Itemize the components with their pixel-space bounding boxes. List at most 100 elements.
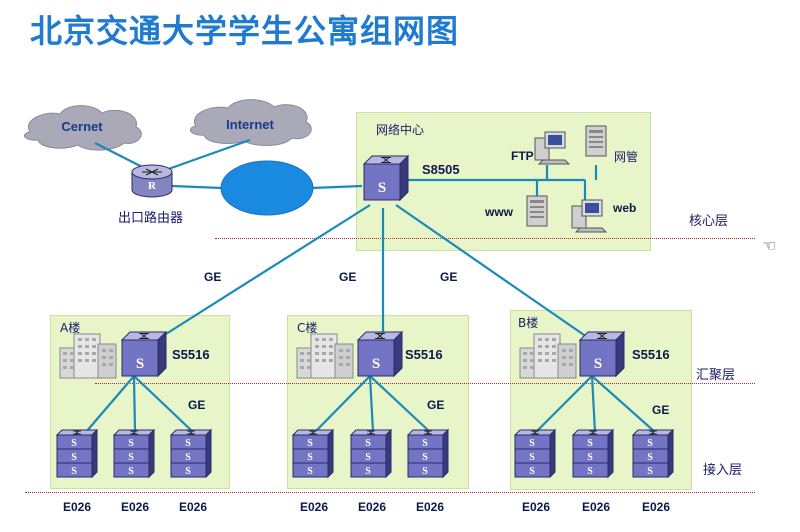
access-letter: S xyxy=(307,452,313,463)
access-letter: S xyxy=(647,438,653,449)
access-letter: S xyxy=(587,466,593,477)
ge-label-c-access: GE xyxy=(427,398,445,412)
agg-switch-c-letter: S xyxy=(372,356,380,372)
core-layer-line xyxy=(215,238,755,239)
b-access-2 xyxy=(590,375,597,433)
access-switch-c1-icon: SSS xyxy=(292,429,334,478)
agg-switch-a-icon: S xyxy=(121,331,167,377)
access-letter: S xyxy=(128,438,134,449)
access-letter: S xyxy=(365,466,371,477)
ge-label-c: GE xyxy=(339,270,357,284)
mgmt-server-icon xyxy=(585,125,607,157)
access-letter: S xyxy=(128,466,134,477)
core-layer-label: 核心层 xyxy=(689,214,729,229)
uplink-b xyxy=(395,204,601,347)
access-c1-label: E026 xyxy=(300,500,329,514)
building-b-name: B楼 xyxy=(518,316,539,330)
mgmt-label: 网管 xyxy=(614,150,639,164)
access-switch-c3-icon: SSS xyxy=(407,429,449,478)
ftp-label: FTP xyxy=(511,149,534,163)
access-letter: S xyxy=(422,438,428,449)
building-c-icon xyxy=(296,333,354,379)
access-letter: S xyxy=(71,466,77,477)
ge-label-b-access: GE xyxy=(652,403,670,417)
c-access-2 xyxy=(368,375,375,433)
web-label: web xyxy=(613,201,637,215)
agg-switch-b-model: S5516 xyxy=(632,347,670,362)
access-switch-a2-icon: SSS xyxy=(113,429,155,478)
access-c2-label: E026 xyxy=(358,500,387,514)
www-label: www xyxy=(485,205,514,219)
access-c3-label: E026 xyxy=(416,500,445,514)
ge-label-a-access: GE xyxy=(188,398,206,412)
uplink-a xyxy=(146,204,371,347)
access-letter: S xyxy=(422,452,428,463)
core-switch-icon: S xyxy=(363,155,409,201)
agg-switch-a-letter: S xyxy=(136,356,144,372)
internet-router-link xyxy=(159,138,251,174)
router-ellipse-link xyxy=(171,184,223,190)
access-a2-label: E026 xyxy=(121,500,150,514)
core-switch-model: S8505 xyxy=(422,162,460,177)
building-b-icon xyxy=(519,333,577,379)
access-b3-label: E026 xyxy=(642,500,671,514)
access-letter: S xyxy=(587,452,593,463)
c-access-1 xyxy=(314,375,371,433)
web-server-icon xyxy=(571,199,607,233)
access-a1-label: E026 xyxy=(63,500,92,514)
a-access-1 xyxy=(85,375,135,433)
building-c-name: C楼 xyxy=(297,321,318,335)
b-access-3 xyxy=(591,375,656,433)
access-a3-label: E026 xyxy=(179,500,208,514)
access-letter: S xyxy=(185,466,191,477)
a-access-3 xyxy=(133,375,194,433)
building-a-icon xyxy=(59,333,117,379)
access-switch-b3-icon: SSS xyxy=(632,429,674,478)
access-switch-b1-icon: SSS xyxy=(514,429,556,478)
access-letter: S xyxy=(529,438,535,449)
access-switch-c2-icon: SSS xyxy=(350,429,392,478)
router-letter: R xyxy=(148,180,157,192)
www-server-icon xyxy=(526,195,548,227)
access-letter: S xyxy=(422,466,428,477)
access-letter: S xyxy=(529,466,535,477)
access-letter: S xyxy=(71,452,77,463)
access-letter: S xyxy=(307,466,313,477)
access-letter: S xyxy=(365,452,371,463)
page-title: 北京交通大学学生公寓组网图 xyxy=(30,12,460,50)
ge-label-b: GE xyxy=(440,270,458,284)
cernet-cloud xyxy=(23,105,142,151)
access-letter: S xyxy=(529,452,535,463)
internet-label: Internet xyxy=(226,117,274,132)
access-letter: S xyxy=(647,452,653,463)
access-letter: S xyxy=(185,438,191,449)
c-access-3 xyxy=(369,375,431,433)
hand-cursor-icon: ☜ xyxy=(762,236,777,255)
access-letter: S xyxy=(307,438,313,449)
building-a-name: A楼 xyxy=(60,321,81,335)
access-letter: S xyxy=(365,438,371,449)
cernet-label: Cernet xyxy=(61,119,103,134)
access-letter: S xyxy=(185,452,191,463)
ellipse-core-link xyxy=(311,184,363,190)
agg-switch-b-icon: S xyxy=(579,331,625,377)
router-label: 出口路由器 xyxy=(118,210,184,225)
ftp-server-icon xyxy=(534,131,570,165)
access-letter: S xyxy=(587,438,593,449)
access-layer-line xyxy=(25,492,755,493)
router-icon: R xyxy=(131,164,173,198)
a-access-2 xyxy=(132,375,137,433)
agg-switch-a-model: S5516 xyxy=(172,347,210,362)
internet-cloud xyxy=(189,99,312,146)
access-switch-b2-icon: SSS xyxy=(572,429,614,478)
access-switch-a3-icon: SSS xyxy=(170,429,212,478)
core-panel-label: 网络中心 xyxy=(376,123,425,137)
aggregation-layer-label: 汇聚层 xyxy=(696,368,736,383)
agg-switch-b-letter: S xyxy=(594,356,602,372)
aggregation-layer-line xyxy=(95,383,755,384)
access-b1-label: E026 xyxy=(522,500,551,514)
ge-label-a: GE xyxy=(204,270,222,284)
core-switch-letter: S xyxy=(378,180,386,196)
backbone-ellipse xyxy=(220,160,314,216)
